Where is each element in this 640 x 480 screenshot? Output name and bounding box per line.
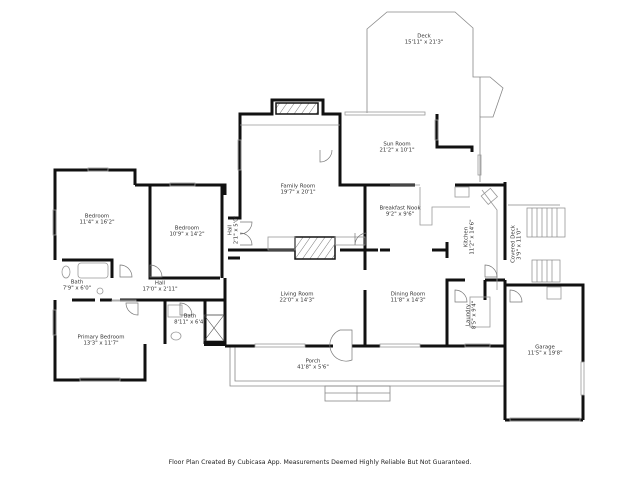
room-name: Family Room — [280, 183, 316, 190]
room-dims: 41'8" x 5'6" — [297, 365, 329, 371]
doors — [119, 149, 523, 362]
room-name: Living Room — [280, 291, 314, 298]
room-dims: 17'0" x 2'11" — [142, 287, 178, 293]
room-dims: 7'9" x 6'0" — [62, 286, 92, 292]
room-name: Bedroom — [84, 213, 110, 220]
room-name: Deck — [417, 33, 431, 40]
room-dims: 11'8" x 14'3" — [390, 298, 426, 304]
room-dims: 21'2" x 10'1" — [379, 148, 415, 154]
room-name: Bath — [183, 313, 197, 320]
room-dims: 19'7" x 20'1" — [280, 190, 316, 196]
room-dims: 13'3" x 11'7" — [83, 341, 119, 347]
room-name: Sun Room — [383, 141, 411, 148]
room-name: Hall — [154, 280, 166, 287]
room-name: Breakfast Nook — [379, 205, 421, 212]
room-name: Bath — [70, 279, 84, 286]
room-dims: 3'9" x 11'0" — [517, 228, 523, 260]
room-name: Garage — [535, 344, 555, 351]
room-dims: 11'5" x 19'8" — [527, 351, 563, 357]
room-dims: 15'11" x 21'3" — [404, 40, 444, 46]
windows-and-fixtures — [52, 111, 585, 422]
covered-deck-stairs — [508, 204, 566, 283]
room-name: Porch — [305, 358, 321, 365]
deck-outline — [366, 11, 504, 182]
room-dims: 2'1" x 5'0" — [234, 215, 240, 245]
room-dims: 10'9" x 14'2" — [169, 232, 205, 238]
room-dims: 22'0" x 14'3" — [279, 298, 315, 304]
room-dims: 11'4" x 16'2" — [79, 220, 115, 226]
room-name: Bedroom — [174, 225, 200, 232]
exterior-walls — [53, 98, 585, 422]
room-name: Primary Bedroom — [77, 334, 125, 341]
room-dims: 8'11" x 6'4" — [174, 320, 206, 326]
fireplace-center — [294, 236, 336, 260]
room-dims: 8'5" x 9'4" — [472, 300, 478, 330]
fireplace-top — [275, 102, 319, 115]
disclaimer-footer: Floor Plan Created By Cubicasa App. Meas… — [168, 459, 472, 466]
room-dims: 9'2" x 9'6" — [385, 212, 415, 218]
room-dims: 11'2" x 14'6" — [470, 219, 476, 255]
porch-outline — [229, 346, 506, 402]
room-name: Dining Room — [390, 291, 426, 298]
